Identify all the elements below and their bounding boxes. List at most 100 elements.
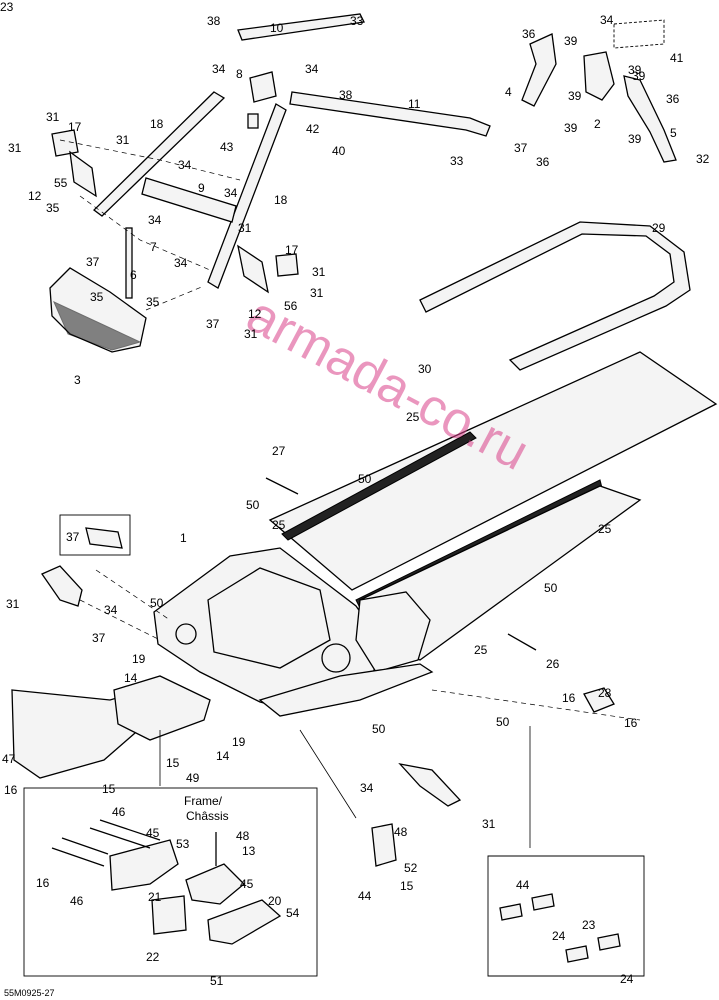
callout-34-c34c: 34 <box>178 158 192 172</box>
part-3-dark-edge <box>53 300 142 351</box>
callout-24-c24a: 24 <box>552 929 566 943</box>
callout-39-c39d: 39 <box>564 121 578 135</box>
guide-line-3 <box>59 139 241 181</box>
part-27-strip <box>265 477 299 495</box>
callout-15-c15b: 15 <box>102 782 116 796</box>
callout-19-c19a: 19 <box>132 652 146 666</box>
right-lower-bracket <box>398 763 462 807</box>
callout-39-c39b: 39 <box>568 89 582 103</box>
inset-part-53 <box>109 839 179 891</box>
inset-box-frame <box>23 787 318 977</box>
main-frame <box>11 351 718 867</box>
inset-title-chassis: Châssis <box>186 809 229 823</box>
callout-31-c31e: 31 <box>312 265 326 279</box>
callout-29-c29: 29 <box>652 221 666 235</box>
callout-37-c37b: 37 <box>206 317 220 331</box>
part-28-bracket <box>583 687 615 713</box>
part-10-cross-bar <box>237 13 365 41</box>
callout-39-c39c: 39 <box>632 69 646 83</box>
rail-assembly <box>419 221 691 371</box>
callout-6-c6: 6 <box>130 268 137 282</box>
callout-52-c52: 52 <box>404 861 418 875</box>
callout-22-c22: 22 <box>146 950 160 964</box>
part-11-tube <box>289 91 491 137</box>
callout-31-c31h: 31 <box>6 597 20 611</box>
callout-26-c26: 26 <box>546 657 560 671</box>
callout-16-c16d: 16 <box>36 876 50 890</box>
left-upper-bracket <box>41 565 83 607</box>
callout-34-c34b: 34 <box>305 62 319 76</box>
callout-16-c16a: 16 <box>562 691 576 705</box>
callout-33-c33a: 33 <box>350 14 364 28</box>
callout-50-c50f: 50 <box>496 715 510 729</box>
callout-46-c46b: 46 <box>70 894 84 908</box>
callout-16-c16b: 16 <box>624 716 638 730</box>
inset-frame-chassis <box>23 787 318 977</box>
guide-line-1 <box>79 195 211 271</box>
inset-parts-23-24 <box>487 855 645 977</box>
inset-37-bracket <box>85 527 123 549</box>
part-17-plate-left <box>51 129 79 157</box>
callout-49-c49: 49 <box>186 771 200 785</box>
callout-11-c11: 11 <box>408 97 421 111</box>
callout-44-c44a: 44 <box>358 889 372 903</box>
tunnel-left-rail <box>281 431 477 541</box>
callout-46-c46a: 46 <box>112 805 126 819</box>
upper-column-assembly <box>49 13 491 353</box>
callout-31-c31f: 31 <box>310 286 324 300</box>
part-21-bracket <box>371 823 397 867</box>
part-18-left-tube <box>93 91 226 217</box>
callout-14-c14b: 14 <box>216 749 230 763</box>
callout-34-c34e: 34 <box>148 213 162 227</box>
drawing-code: 55M0925-27 <box>4 988 55 998</box>
footrest-plate <box>355 591 431 673</box>
callout-16-c16c: 16 <box>4 783 18 797</box>
part-2-center-block <box>583 51 615 101</box>
callout-25-c25c: 25 <box>598 522 612 536</box>
callout-23-c23a: 23 <box>582 918 596 932</box>
callout-25-c25b: 25 <box>272 518 286 532</box>
callout-4-c4: 4 <box>505 85 512 99</box>
callout-34-c34f: 34 <box>174 256 188 270</box>
callout-32-c32: 32 <box>696 152 710 166</box>
callout-50-c50b: 50 <box>246 498 260 512</box>
inset-bolt-46a <box>51 847 105 867</box>
callout-51-c51: 51 <box>210 974 224 988</box>
inset-part-54 <box>207 899 282 945</box>
part-55-bracket <box>69 150 97 198</box>
part-43-spacer <box>247 113 259 129</box>
riser-assembly <box>521 19 677 163</box>
callout-36-c36b: 36 <box>666 92 680 106</box>
callout-56-c56: 56 <box>284 299 298 313</box>
callout-47-c47: 47 <box>2 752 16 766</box>
bulkhead-inner <box>207 567 331 669</box>
callout-50-c50d: 50 <box>544 581 558 595</box>
callout-3-c3: 3 <box>74 373 81 387</box>
callout-44-c44b: 44 <box>516 878 530 892</box>
callout-28-c28: 28 <box>598 686 612 700</box>
callout-20-c20: 20 <box>268 894 282 908</box>
callout-55-c55: 55 <box>54 176 68 190</box>
guide-line-5 <box>431 689 641 721</box>
guide-line-6 <box>95 569 171 621</box>
part-29-rail-loop <box>419 221 691 371</box>
callout-48-c48a: 48 <box>236 829 250 843</box>
callout-7-c7: 7 <box>150 240 157 254</box>
arrow-to-frame-1 <box>299 729 357 819</box>
guide-line-4 <box>79 599 161 641</box>
callout-8-c8: 8 <box>236 67 243 81</box>
inset-part-23a <box>499 903 523 921</box>
callout-34-c34g: 34 <box>600 13 614 27</box>
callout-14-c14a: 14 <box>124 671 138 685</box>
callout-50-c50c: 50 <box>150 596 164 610</box>
inset-part-52 <box>185 863 245 905</box>
part-34-mount-outline <box>613 19 665 49</box>
callout-53-c53: 53 <box>176 837 190 851</box>
callout-5-c5: 5 <box>670 126 677 140</box>
callout-33-c33b: 33 <box>450 154 464 168</box>
callout-23-c23b: 23 <box>0 0 14 14</box>
callout-38-c38b: 38 <box>339 88 353 102</box>
inset-part-51 <box>151 895 187 935</box>
part-5-right-arm <box>623 75 677 163</box>
